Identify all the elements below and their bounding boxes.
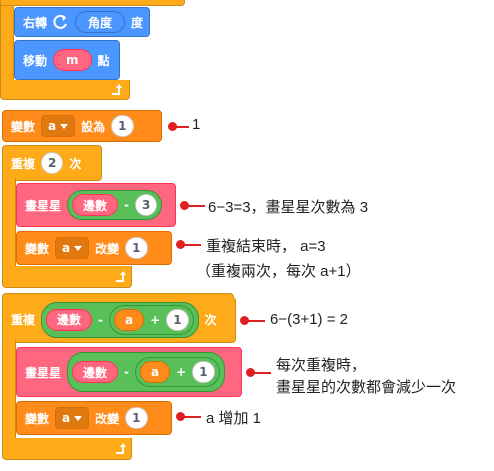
var-dropdown[interactable]: a — [41, 115, 76, 137]
outer-loop-bottom — [0, 80, 130, 100]
change-value-input[interactable]: 1 — [125, 407, 148, 429]
move-label: 移動 — [23, 53, 48, 68]
times-label: 次 — [204, 313, 217, 327]
annotation-1: 1 — [192, 116, 201, 133]
turn-label: 右轉 — [23, 15, 48, 30]
move-block[interactable]: 移動 m 點 — [14, 40, 120, 80]
turn-right-block[interactable]: 右轉 角度 度 — [14, 7, 150, 37]
minus-symbol: - — [98, 312, 104, 327]
annotation-dot-6 — [176, 412, 185, 421]
var-dropdown-label: a — [48, 119, 57, 133]
annotation-line-6 — [183, 416, 201, 418]
draw-star-label: 畫星星 — [25, 198, 62, 213]
add-value-input[interactable]: 1 — [192, 361, 215, 383]
add-operator[interactable]: a + 1 — [109, 304, 194, 335]
change-by-label: 改變 — [95, 241, 120, 256]
change-variable-block-2[interactable]: 變數 a 改變 1 — [16, 401, 172, 435]
sides-reporter[interactable]: 邊數 — [46, 308, 93, 331]
annotation-3-line2: （重複兩次，每次 a+1） — [196, 263, 361, 280]
annotation-line-2 — [187, 205, 205, 207]
annotation-line-4 — [247, 320, 265, 322]
set-to-label: 設為 — [81, 119, 106, 134]
subtract-operator[interactable]: 邊數 - a + 1 — [67, 352, 225, 392]
annotation-line-5 — [253, 372, 271, 374]
annotation-dot-2 — [180, 201, 189, 210]
annotation-dot-4 — [240, 316, 249, 325]
minus-symbol: - — [124, 198, 130, 212]
set-var-label: 變數 — [11, 119, 36, 134]
change-var-label: 變數 — [25, 411, 50, 426]
annotation-5-line1: 每次重複時， — [276, 357, 367, 374]
repeat-3-bottom — [2, 438, 132, 460]
repeat-label: 重複 — [11, 313, 36, 327]
dropdown-arrow-icon — [74, 245, 83, 251]
annotation-dot-3 — [176, 240, 185, 249]
loop-arrow-icon — [112, 84, 122, 95]
repeat-count-input[interactable]: 2 — [41, 152, 64, 174]
repeat-expr-block[interactable]: 重複 邊數 - a + 1 次 — [2, 297, 236, 343]
outer-loop-top — [0, 0, 185, 6]
m-reporter[interactable]: m — [53, 49, 92, 71]
repeat-2-arm — [2, 178, 16, 270]
var-a-reporter[interactable]: a — [114, 308, 145, 331]
rotate-right-icon — [53, 14, 67, 29]
repeat-2-bottom — [2, 266, 132, 288]
plus-symbol: + — [176, 365, 187, 379]
add-operator[interactable]: a + 1 — [135, 357, 220, 387]
set-variable-block[interactable]: 變數 a 設為 1 — [2, 110, 162, 142]
dropdown-arrow-icon — [60, 123, 69, 129]
outer-loop-arm — [0, 0, 14, 95]
change-value-input[interactable]: 1 — [125, 237, 148, 259]
sides-reporter[interactable]: 邊數 — [72, 361, 119, 383]
change-variable-block-1[interactable]: 變數 a 改變 1 — [16, 231, 172, 265]
minus-symbol: - — [124, 365, 130, 379]
repeat-label: 重複 — [11, 156, 36, 171]
annotation-6: a 增加 1 — [206, 410, 262, 427]
change-var-label: 變數 — [25, 241, 50, 256]
change-by-label: 改變 — [95, 411, 120, 426]
var-dropdown-label: a — [62, 411, 71, 425]
repeat-2-block[interactable]: 重複 2 次 — [2, 145, 102, 181]
var-dropdown[interactable]: a — [55, 407, 90, 429]
annotation-dot-5 — [246, 368, 255, 377]
loop-arrow-icon — [116, 443, 126, 454]
annotation-4: 6−(3+1) = 2 — [270, 311, 348, 328]
annotation-2: 6−3=3，畫星星次數為 3 — [208, 199, 369, 216]
annotation-dot-1 — [168, 122, 177, 131]
annotation-line-3 — [183, 244, 201, 246]
draw-star-block-2[interactable]: 畫星星 邊數 - a + 1 — [16, 347, 242, 397]
draw-star-block-1[interactable]: 畫星星 邊數 - 3 — [16, 183, 176, 227]
loop-arrow-icon — [116, 271, 126, 282]
var-a-reporter[interactable]: a — [140, 361, 171, 383]
var-dropdown[interactable]: a — [55, 237, 90, 259]
times-label: 次 — [69, 156, 82, 171]
var-dropdown-label: a — [62, 241, 71, 255]
repeat-3-arm — [2, 340, 16, 440]
plus-symbol: + — [150, 312, 161, 327]
add-value-input[interactable]: 1 — [166, 308, 189, 331]
annotation-5-line2: 畫星星的次數都會減少一次 — [276, 379, 457, 396]
sides-reporter[interactable]: 邊數 — [72, 194, 119, 216]
set-value-input[interactable]: 1 — [111, 115, 134, 137]
subtract-operator[interactable]: 邊數 - a + 1 — [41, 301, 199, 338]
draw-star-label: 畫星星 — [25, 365, 62, 380]
subtract-operator[interactable]: 邊數 - 3 — [67, 190, 163, 220]
angle-reporter[interactable]: 角度 — [75, 11, 126, 33]
annotation-3-line1: 重複結束時， a=3 — [206, 238, 326, 255]
subtract-value-input[interactable]: 3 — [135, 194, 158, 216]
dropdown-arrow-icon — [74, 415, 83, 421]
degree-label: 度 — [131, 15, 144, 30]
annotation-line-1 — [175, 126, 189, 128]
steps-label: 點 — [97, 53, 110, 68]
